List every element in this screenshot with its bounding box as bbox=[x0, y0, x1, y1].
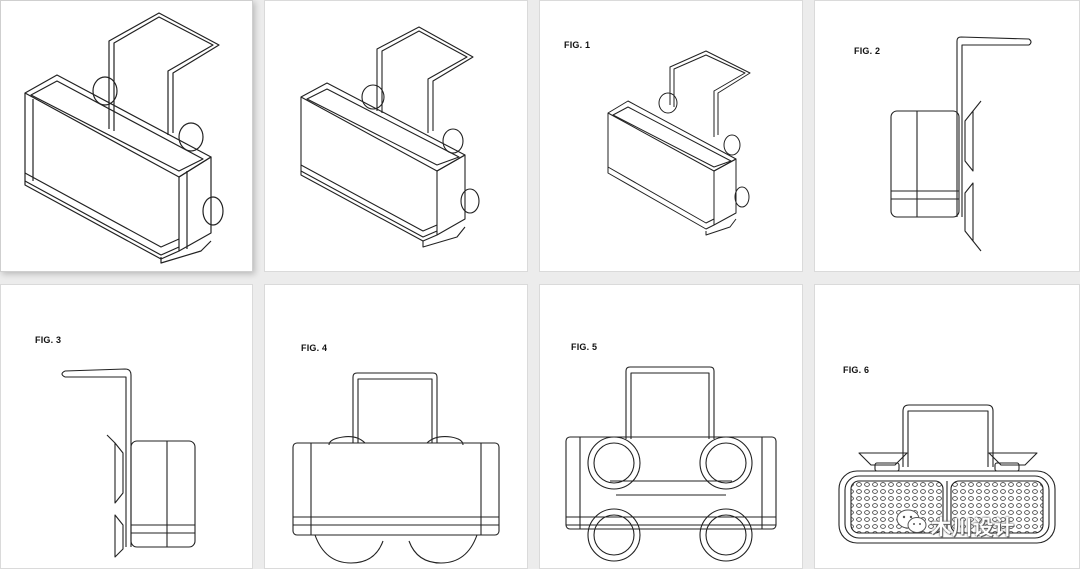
isometric-drawing bbox=[607, 50, 751, 236]
thumbnail-fig-6[interactable]: FIG. 6 bbox=[814, 284, 1080, 569]
top-view-drawing bbox=[838, 404, 1056, 544]
figure-label: FIG. 2 bbox=[854, 46, 881, 56]
isometric-drawing bbox=[24, 12, 224, 264]
thumbnail-isometric-alt[interactable] bbox=[264, 0, 528, 272]
figure-label: FIG. 1 bbox=[564, 40, 591, 50]
side-view-drawing bbox=[890, 36, 1032, 252]
thumbnail-fig-5[interactable]: FIG. 5 bbox=[539, 284, 803, 569]
figure-label: FIG. 6 bbox=[843, 365, 870, 375]
figure-label: FIG. 4 bbox=[301, 343, 328, 353]
thumbnail-fig-1[interactable]: FIG. 1 bbox=[539, 0, 803, 272]
figure-label: FIG. 3 bbox=[35, 335, 62, 345]
wechat-icon bbox=[896, 509, 927, 533]
rear-view-drawing bbox=[565, 366, 777, 562]
front-view-drawing bbox=[292, 372, 500, 564]
thumbnail-fig-4[interactable]: FIG. 4 bbox=[264, 284, 528, 569]
watermark-text: 木川设计 bbox=[931, 517, 1015, 539]
thumbnail-isometric-main[interactable] bbox=[0, 0, 253, 272]
isometric-drawing bbox=[300, 26, 480, 248]
watermark: 木川设计 bbox=[895, 505, 1050, 539]
thumbnail-fig-3[interactable]: FIG. 3 bbox=[0, 284, 253, 569]
thumbnail-fig-2[interactable]: FIG. 2 bbox=[814, 0, 1080, 272]
side-view-drawing bbox=[61, 368, 196, 558]
figure-label: FIG. 5 bbox=[571, 342, 598, 352]
